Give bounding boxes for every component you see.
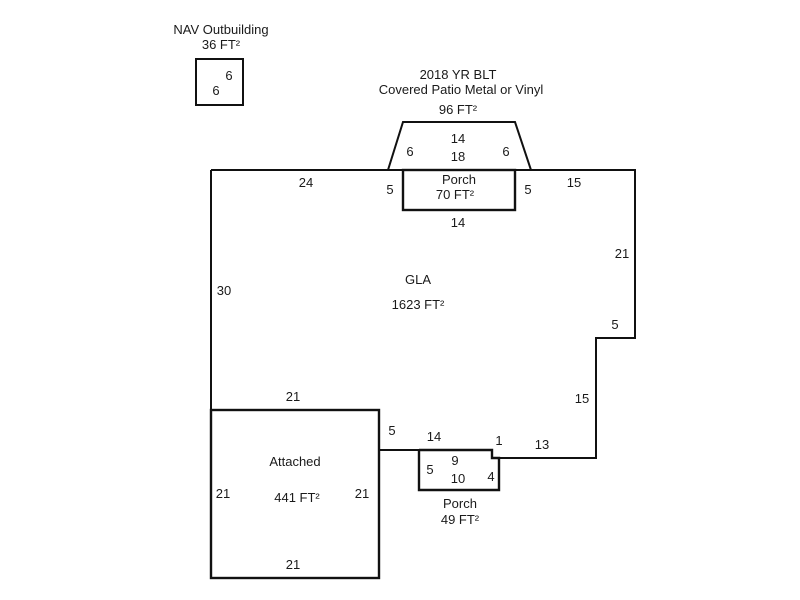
outbuilding-dim-right: 6 xyxy=(225,68,232,83)
outbuilding-outline xyxy=(195,58,244,106)
gla-label: GLA xyxy=(405,272,431,287)
garage-dim-bottom: 21 xyxy=(286,557,300,572)
gla-right-wall xyxy=(379,169,636,459)
patio-label: Covered Patio Metal or Vinyl xyxy=(379,82,544,97)
gla-dim-right-upper: 21 xyxy=(615,246,629,261)
gla-dim-left: 30 xyxy=(217,283,231,298)
garage-dim-right: 21 xyxy=(355,486,369,501)
gla-dim-top-left: 24 xyxy=(299,175,313,190)
bottom-porch-area: 49 FT² xyxy=(441,512,480,527)
gla-dim-notch: 1 xyxy=(495,433,502,448)
garage-dim-left: 21 xyxy=(216,486,230,501)
garage-outline xyxy=(209,408,381,580)
top-porch-dim-left: 5 xyxy=(386,182,393,197)
gla-area: 1623 FT² xyxy=(392,297,445,312)
bottom-porch-dim-bottom: 10 xyxy=(451,471,465,486)
outbuilding-area: 36 FT² xyxy=(202,37,241,52)
outbuilding-label: NAV Outbuilding xyxy=(173,22,268,37)
top-porch-outline xyxy=(401,168,517,212)
top-porch-dim-bottom: 14 xyxy=(451,215,465,230)
outbuilding-dim-left: 6 xyxy=(212,83,219,98)
bottom-porch-dim-left: 5 xyxy=(426,462,433,477)
top-porch-label: Porch xyxy=(442,172,476,187)
gla-dim-garage-side: 5 xyxy=(388,423,395,438)
garage-area: 441 FT² xyxy=(274,490,320,505)
bottom-porch-dim-top: 9 xyxy=(451,453,458,468)
gla-dim-garage-top: 21 xyxy=(286,389,300,404)
patio-dim-left: 6 xyxy=(406,144,413,159)
bottom-porch-label: Porch xyxy=(443,496,477,511)
patio-area: 96 FT² xyxy=(439,102,478,117)
patio-dim-right: 6 xyxy=(502,144,509,159)
patio-year: 2018 YR BLT xyxy=(420,67,497,82)
garage-label: Attached xyxy=(269,454,320,469)
gla-dim-right-step: 5 xyxy=(611,317,618,332)
top-porch-area: 70 FT² xyxy=(436,187,475,202)
top-porch-dim-right: 5 xyxy=(524,182,531,197)
bottom-porch-dim-right: 4 xyxy=(487,469,494,484)
gla-dim-bottom-mid: 14 xyxy=(427,429,441,444)
patio-dim-top: 14 xyxy=(451,131,465,146)
gla-dim-right-lower: 15 xyxy=(575,391,589,406)
bottom-porch-outline xyxy=(417,448,501,492)
gla-dim-bottom-right: 13 xyxy=(535,437,549,452)
patio-dim-bottom: 18 xyxy=(451,149,465,164)
gla-dim-top-right: 15 xyxy=(567,175,581,190)
